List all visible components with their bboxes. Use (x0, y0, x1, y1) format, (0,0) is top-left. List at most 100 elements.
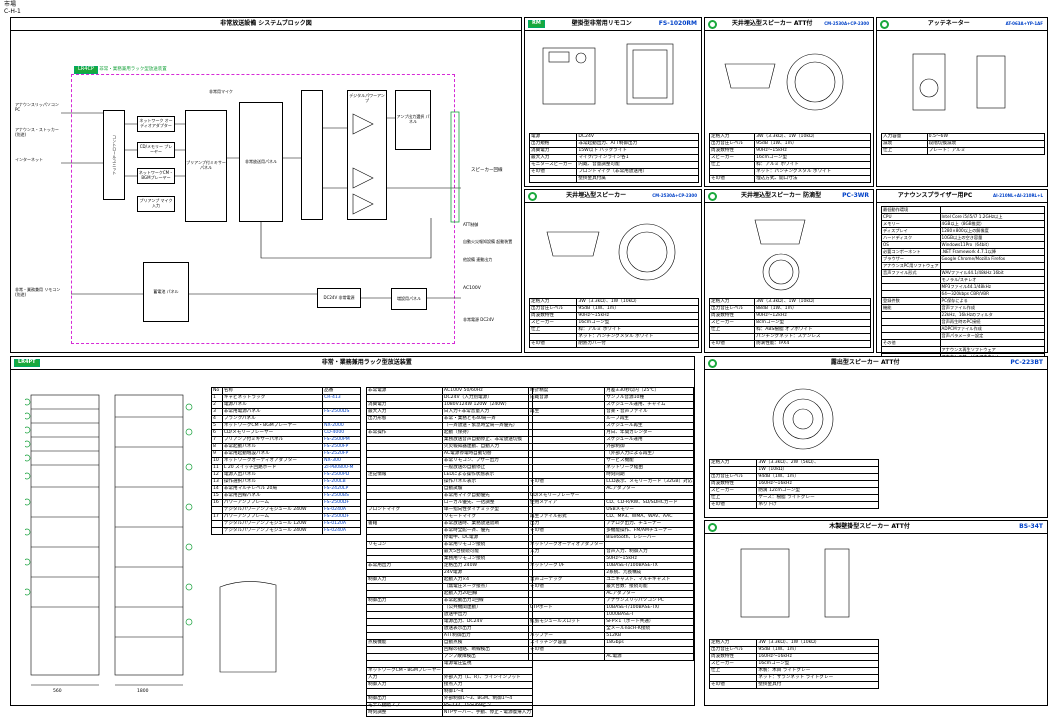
attenuator-drawing (912, 53, 1006, 111)
spec-cell: （無電圧メーク接点） (441, 583, 533, 591)
spec-cell: ネットワークオーディオアダプター (527, 541, 606, 549)
spec-cell: 非常リモコン、ブザー出力 (441, 457, 533, 465)
spec-cell: その他 (708, 681, 758, 689)
pc-panel: アナウンスプライザー用PC AI-210NL+AI-210RL+L 最低動作環境… (876, 189, 1048, 361)
spec-row: 24V電源 (366, 569, 533, 577)
spec-cell: プレート：アルミ (926, 147, 1046, 155)
spec-cell (527, 401, 606, 409)
spec-cell: 日入力+非常音量入力 (441, 408, 533, 416)
spec-cell: 制御1～4 (441, 688, 533, 696)
spec-cell: 1W（10kΩ） (756, 466, 879, 474)
spec-cell: スピーカー (708, 154, 756, 162)
spec-cell: ネットワークCM・BGMプレーヤー (221, 422, 324, 430)
spec-cell (366, 611, 443, 619)
spec-row: 1W（10kΩ） (708, 466, 879, 474)
spec-cell: 壁掛金具付 (756, 681, 879, 689)
spec-cell: 12 (211, 471, 223, 479)
spec-cell: 回線の短絡、断線検出 (441, 646, 533, 654)
ceiling-drawing (546, 223, 676, 281)
spec-cell: 枠：アルミ ホワイト (754, 161, 871, 169)
spec-cell: パワーアンプフレーム (221, 499, 324, 507)
spec-cell: 88dB（1W、1m） (754, 305, 871, 313)
spec-cell: NX-2000 (322, 422, 361, 430)
out-att: ATT制御 (463, 222, 479, 227)
spec-cell: 非常用マイク自動優先 (441, 492, 533, 500)
spec-cell: 外部入力（L、R）、ラインインプット (441, 674, 533, 682)
spec-row: 火災報知器連動、自動入力 (366, 443, 533, 451)
spec-cell: 10 (211, 457, 223, 465)
ceiling-att-model: CM-2530A+CP-2300 (824, 20, 869, 26)
spec-cell: 電源 (528, 133, 578, 141)
spec-cell (881, 283, 941, 291)
spec-cell: AC電源停電時自動切替 (441, 450, 533, 458)
control-wires (71, 218, 461, 299)
spec-cell: 点検機能 (366, 639, 443, 647)
spec-row: その他埋込方式、開口寸法 (708, 175, 871, 183)
spec-cell: 一般放送の自動停止 (441, 464, 533, 472)
spec-row: 仕上枠：ABS樹脂 オフホワイト (708, 326, 871, 334)
spec-cell: DC24V（入力別電源） (441, 394, 533, 402)
spec-row: 減衰段階切換減衰 (881, 140, 1046, 148)
spec-cell: 電源入出パネル (221, 471, 324, 479)
spec-cell: FS-200LB (322, 478, 361, 486)
spec-cell (211, 527, 223, 535)
spec-row: 音声コーデックユニキャスト、マルチキャスト (527, 576, 695, 584)
spec-row: スケジュール再生 (527, 422, 695, 430)
spec-cell (708, 466, 758, 474)
system-section-tag: LR4CP (74, 66, 98, 74)
spec-cell: その他 (528, 340, 578, 348)
spec-cell: Google Chrome/Mozilla Firefox (939, 255, 1046, 263)
spec-cell: 入力容量 (881, 133, 928, 141)
spec-row: 出力アナログ出力、チューナー (527, 520, 695, 528)
spec-cell (366, 527, 443, 535)
spec-cell: その他 (528, 168, 578, 176)
spec-cell: LEDによる操作状態表示 (441, 471, 533, 479)
spec-cell: CD/メモリープレーヤー (221, 429, 324, 437)
spec-cell: サービス機能 (604, 457, 695, 465)
spec-row: パンチングネット：ステンレス (708, 333, 871, 341)
spec-row: 機能音声ファイル作成 (881, 304, 1046, 312)
spec-cell: 音声再生時のPC接続 (939, 318, 1046, 326)
spec-cell: ネットワークオーディオアダプター (221, 457, 324, 465)
spec-row: スピーカー防滴 12cmコーン型 (708, 487, 879, 495)
spec-row: 放送表示出力 (366, 625, 533, 633)
spec-cell: MP3ファイル44.1/48kHz (939, 283, 1046, 291)
spec-cell: 2系統、冗長構成 (604, 569, 695, 577)
spec-cell (366, 492, 443, 500)
spec-cell: 13 (211, 478, 223, 486)
spec-cell (366, 534, 443, 542)
spec-cell: 再生ファイル形式 (527, 513, 606, 521)
spec-row: 内蔵音源サンプル音源10種 (527, 394, 695, 402)
spec-row: 再生音楽・音声ファイル (527, 408, 695, 416)
spec-cell: 64～320kbps CBR/VBR (939, 290, 1046, 298)
spec-cell (881, 332, 941, 340)
spec-cell: 自動試験 (441, 485, 533, 493)
spec-cell: 放送中出力 (441, 611, 533, 619)
spec-cell (322, 401, 361, 409)
panel-sketch (219, 581, 277, 673)
spec-cell (211, 520, 223, 528)
spec-cell (708, 168, 756, 176)
spec-cell (366, 457, 443, 465)
spec-cell: 制御入力 (366, 576, 443, 584)
spec-cell: FS-2500PD (322, 471, 361, 479)
block-power-amp: デジタルパワーアンプ (347, 90, 387, 220)
spec-cell: 4GB以上（8GB推奨） (939, 220, 1046, 228)
spec-cell: 出力規格 (528, 140, 578, 148)
spec-cell: Windows11Pro（64bit） (939, 241, 1046, 249)
spec-cell: 非常用起動増設パネル (221, 450, 324, 458)
